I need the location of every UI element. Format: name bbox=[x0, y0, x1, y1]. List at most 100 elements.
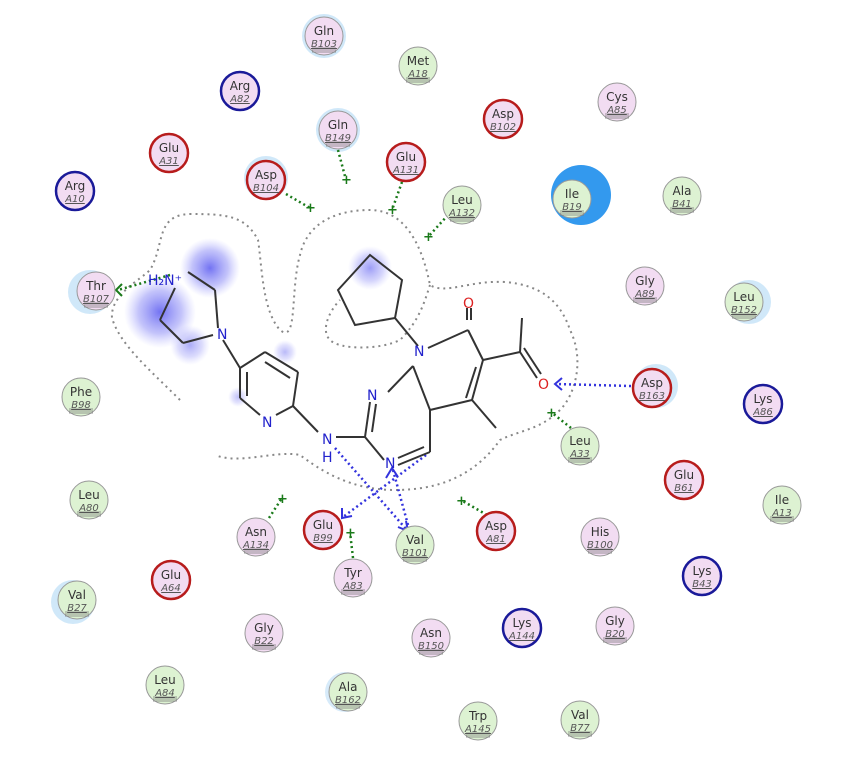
exposure-blob bbox=[273, 340, 297, 364]
atom-label: O bbox=[538, 377, 549, 393]
residue-id: A85 bbox=[606, 105, 627, 116]
pocket-inner-outline bbox=[324, 284, 431, 349]
residue-name: Asp bbox=[255, 168, 277, 182]
residue-name: Gln bbox=[314, 24, 334, 38]
bond bbox=[239, 397, 261, 416]
residue-disc bbox=[552, 179, 592, 219]
hbond-arrowhead bbox=[341, 508, 353, 520]
hbond-backbone bbox=[555, 382, 632, 388]
exposure-blob bbox=[180, 238, 240, 298]
residue-id: A13 bbox=[771, 508, 792, 519]
bond bbox=[397, 451, 431, 466]
residue-name: Gln bbox=[328, 118, 348, 132]
residue-name: Val bbox=[406, 533, 424, 547]
residue-id: A10 bbox=[64, 194, 85, 205]
residue-id: A81 bbox=[485, 534, 506, 545]
residue-id: B100 bbox=[587, 540, 613, 551]
residue-id: A89 bbox=[634, 289, 655, 300]
atom-label: N bbox=[322, 432, 332, 448]
residue-id: B41 bbox=[672, 199, 692, 210]
residue-disc bbox=[145, 665, 185, 705]
bond bbox=[471, 399, 497, 429]
atom-label: H bbox=[322, 450, 333, 466]
residue-id: A83 bbox=[342, 581, 363, 592]
residue-id: B101 bbox=[402, 548, 428, 559]
residue-disc bbox=[560, 700, 600, 740]
hbond-sidechain bbox=[348, 531, 355, 559]
hbond-sidechain bbox=[550, 411, 572, 429]
residue-name: Leu bbox=[154, 673, 175, 687]
residue-id: B20 bbox=[605, 629, 625, 640]
bond bbox=[264, 351, 299, 373]
residue-disc bbox=[501, 607, 543, 649]
residue-disc bbox=[304, 16, 344, 56]
residue-id: B104 bbox=[253, 183, 279, 194]
residue-disc bbox=[328, 672, 368, 712]
bond bbox=[397, 446, 425, 459]
residue-disc bbox=[560, 426, 600, 466]
bond bbox=[364, 436, 385, 461]
residue-id: B163 bbox=[639, 391, 665, 402]
residue-name: Val bbox=[571, 708, 589, 722]
residue-disc bbox=[762, 485, 802, 525]
atom-label: N bbox=[414, 344, 424, 360]
bond bbox=[482, 351, 521, 361]
residue-id: A18 bbox=[407, 69, 428, 80]
bond bbox=[182, 334, 214, 344]
hydrogen-bonds: + + + + + + + + bbox=[114, 149, 632, 559]
bond bbox=[465, 366, 477, 399]
residue-id: B152 bbox=[731, 305, 757, 316]
atom-label: N bbox=[217, 327, 227, 343]
residue-name: Glu bbox=[396, 150, 416, 164]
residue-disc bbox=[302, 509, 344, 551]
residue-name: Gly bbox=[635, 274, 655, 288]
exposure-blob bbox=[228, 387, 248, 407]
hbond-cross: + bbox=[305, 201, 316, 216]
residue-id: B107 bbox=[83, 294, 110, 305]
residue-name: Arg bbox=[65, 179, 86, 193]
residue-name: Leu bbox=[733, 290, 754, 304]
atom-label: H₂N⁺ bbox=[148, 273, 182, 289]
hbond-sidechain bbox=[267, 497, 284, 519]
bond bbox=[222, 339, 241, 369]
residue-disc bbox=[54, 170, 96, 212]
residue-id: B150 bbox=[418, 641, 444, 652]
bond bbox=[292, 405, 319, 433]
residue-name: Asp bbox=[485, 519, 507, 533]
bond bbox=[523, 347, 542, 375]
bond bbox=[387, 365, 414, 393]
bond bbox=[412, 365, 431, 411]
residue-id: B77 bbox=[570, 723, 590, 734]
bond bbox=[429, 399, 473, 411]
residue-disc bbox=[458, 701, 498, 741]
atom-label: N bbox=[385, 456, 395, 472]
residue-disc bbox=[395, 525, 435, 565]
residue-disc bbox=[150, 559, 192, 601]
residue-name: Phe bbox=[70, 385, 92, 399]
bond bbox=[519, 317, 523, 353]
residue-id: A64 bbox=[160, 583, 181, 594]
residue-id: A145 bbox=[464, 724, 491, 735]
residue-layer: GlnB103MetA18ArgA82AspB102CysA85GluA31Gl… bbox=[54, 16, 802, 741]
residue-id: B19 bbox=[562, 202, 582, 213]
